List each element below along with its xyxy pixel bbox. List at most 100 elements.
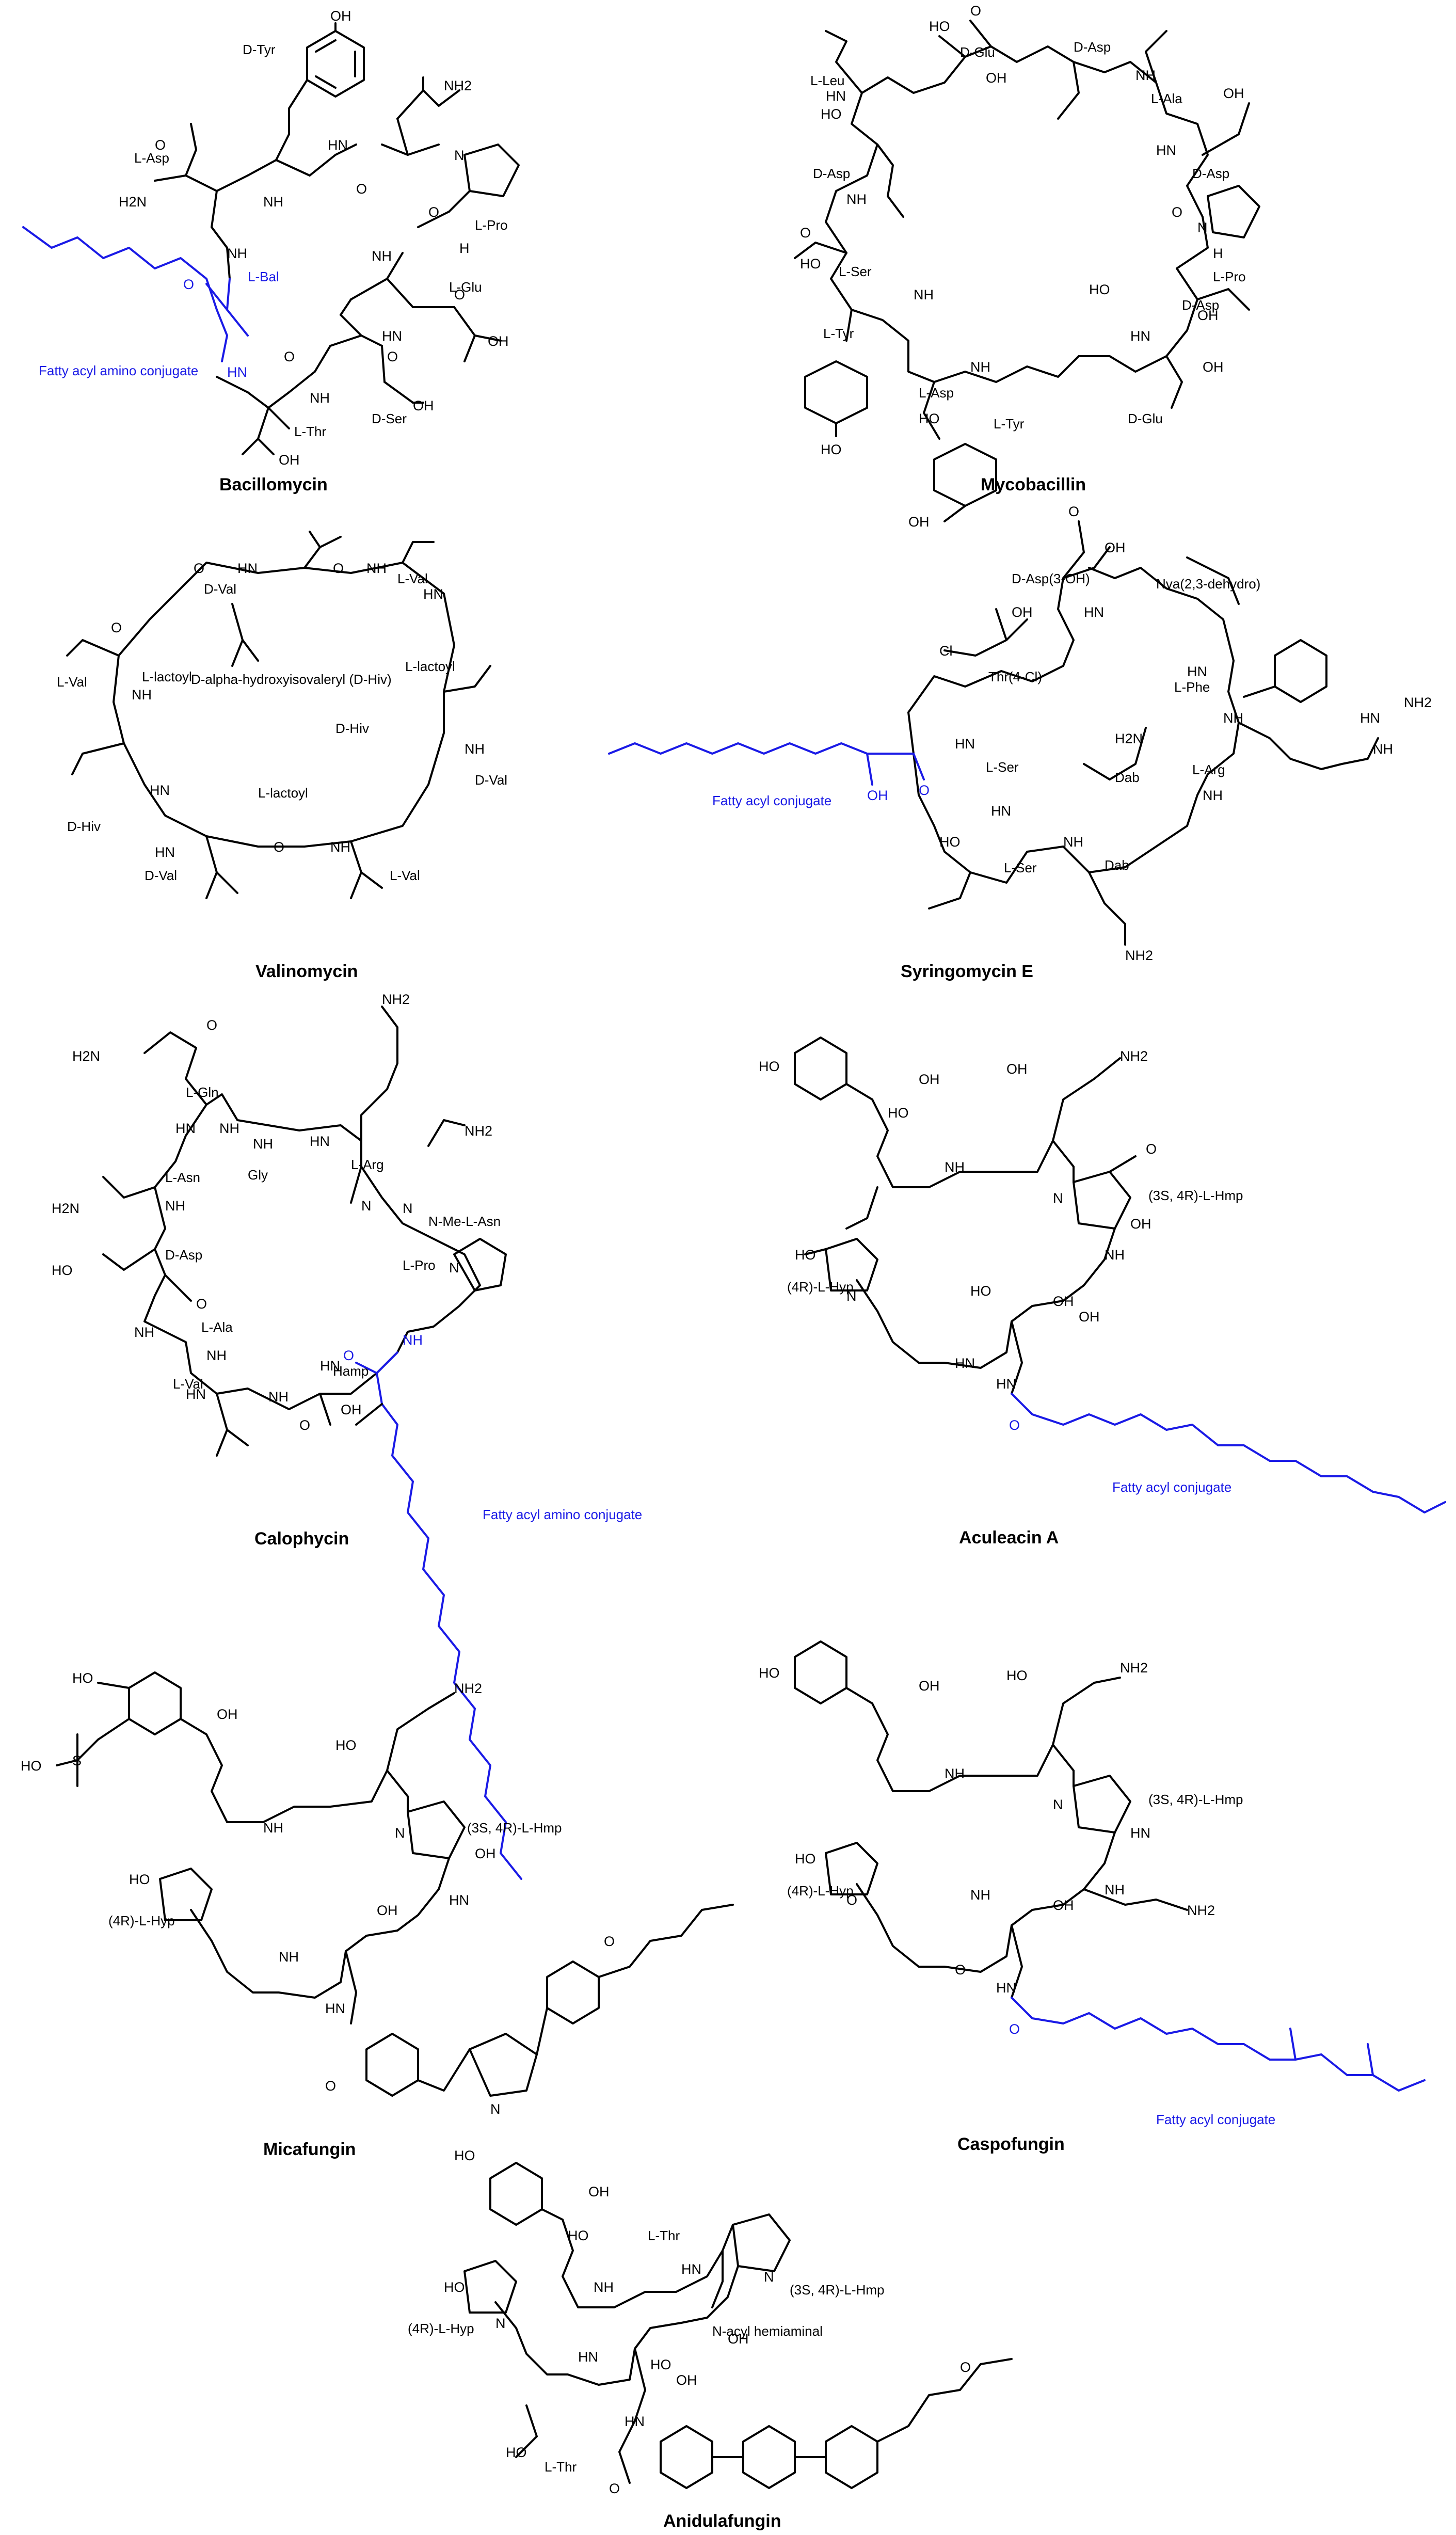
atom-label: HN — [150, 783, 170, 798]
residue-label: N-acyl hemiaminal — [712, 2323, 823, 2339]
atom-label: OH — [1197, 308, 1219, 323]
residue-label: L-Asp — [134, 150, 169, 166]
residue-label: Gly — [248, 1167, 268, 1183]
atom-label: OH — [1053, 1294, 1074, 1309]
atom-label: OH — [1130, 1216, 1151, 1232]
atom-label: HN — [325, 2001, 345, 2016]
atom-label: N — [495, 2316, 506, 2331]
atom-label: NH — [1105, 1247, 1125, 1263]
atom-label: HN — [175, 1121, 196, 1136]
molecule-caspofungin: HO OH HO NH2 N NH HO O NH HN NH NH2 O OH… — [759, 1640, 1426, 2154]
atom-label: HO — [454, 2148, 475, 2163]
atom-label: O — [846, 1892, 857, 1908]
atom-label: HN — [996, 1376, 1016, 1392]
atom-label: OH — [986, 70, 1007, 86]
residue-label: D-Asp — [813, 166, 850, 181]
atom-label: NH — [227, 246, 247, 261]
anidulafungin-bonds — [463, 2162, 1013, 2489]
atom-label: O — [1068, 504, 1079, 519]
atom-label: NH2 — [1120, 1660, 1148, 1676]
atom-label: N — [1053, 1797, 1063, 1812]
atom-label: OH — [217, 1707, 238, 1722]
atom-label: O — [206, 1017, 217, 1033]
atom-label: O — [299, 1417, 310, 1433]
atom-label: HO — [939, 834, 961, 850]
conjugate-atom-label: O — [1009, 1417, 1020, 1433]
residue-label: (3S, 4R)-L-Hmp — [790, 2282, 884, 2298]
residue-label: L-Ser — [986, 759, 1019, 775]
residue-label: L-Phe — [1174, 679, 1210, 695]
calophycin-residue-labels: L-Gln L-Arg Gly L-Asn N-Me-L-Asn D-Asp L… — [165, 1085, 642, 1522]
atom-label: OH — [488, 333, 509, 349]
atom-label: O — [284, 349, 295, 364]
molecule-micafungin: HO HO S OH HO NH2 N NH HO OH HN OH NH HN… — [21, 1670, 734, 2159]
atom-label: HN — [826, 88, 846, 104]
residue-label: Dab — [1105, 857, 1129, 873]
syringomycin-residue-labels: D-Asp(3-OH) Nva(2,3-dehydro) Thr(4-Cl) L… — [712, 571, 1260, 875]
atom-label: NH — [1223, 710, 1243, 726]
atom-label: NH — [366, 561, 387, 576]
residue-label: D-Tyr — [243, 42, 276, 57]
atom-label: O — [274, 839, 284, 855]
atom-label: H2N — [72, 1048, 100, 1064]
atom-label: Cl — [939, 643, 953, 659]
atom-label: NH2 — [444, 78, 472, 93]
residue-label: L-Tyr — [823, 326, 854, 341]
atom-label: HN — [996, 1980, 1016, 1996]
aculeacin-atom-labels: HO OH HO NH2 OH O N NH OH HO N HO NH HN … — [759, 1048, 1157, 1433]
residue-label: L-Ala — [201, 1319, 233, 1335]
residue-label: D-Hiv — [335, 721, 369, 736]
atom-label: NH2 — [1120, 1048, 1148, 1064]
atom-label: NH — [970, 1887, 990, 1903]
residue-label: L-lactoyl — [405, 659, 455, 674]
atom-label: HO — [759, 1665, 780, 1681]
atom-label: NH — [268, 1389, 289, 1405]
atom-label: OH — [919, 1678, 940, 1694]
atom-label: NH — [330, 839, 350, 855]
atom-label: OH — [475, 1846, 496, 1861]
syringomycin-conjugate-bonds — [608, 742, 925, 786]
syringomycin-bonds — [907, 520, 1379, 946]
conjugate-atom-label: NH — [403, 1332, 423, 1348]
atom-label: O — [800, 225, 811, 241]
residue-label: L-Val — [57, 674, 87, 690]
atom-label: HO — [506, 2445, 527, 2460]
atom-label: N — [1053, 1190, 1063, 1206]
residue-label: (4R)-L-Hyp — [787, 1279, 854, 1295]
atom-label: NH — [945, 1159, 965, 1175]
residue-label: L-Ala — [1151, 91, 1182, 106]
micafungin-bonds — [56, 1671, 734, 2097]
residue-label: D-Val — [204, 581, 236, 597]
atom-label: NH2 — [382, 992, 410, 1007]
atom-label: NH — [1203, 788, 1223, 803]
atom-label: NH — [945, 1766, 965, 1781]
molecule-name: Valinomycin — [255, 962, 358, 981]
atom-label: NH — [1063, 834, 1083, 850]
residue-label: L-Bal — [248, 269, 279, 284]
residue-label: L-Arg — [1192, 762, 1225, 777]
residue-label: L-Gln — [186, 1085, 219, 1100]
atom-label: HO — [795, 1851, 816, 1867]
conjugate-label: Fatty acyl amino conjugate — [483, 1507, 642, 1522]
residue-label: D-Asp(3-OH) — [1012, 571, 1090, 586]
atom-label: N — [395, 1825, 405, 1841]
atom-label: O — [1146, 1141, 1157, 1157]
atom-label: NH — [263, 1820, 283, 1836]
aculeacin-conjugate-bonds — [1011, 1393, 1446, 1513]
residue-label: (3S, 4R)-L-Hmp — [467, 1820, 562, 1836]
atom-label: HO — [444, 2279, 465, 2295]
atom-label: O — [196, 1296, 207, 1312]
residue-label: Nva(2,3-dehydro) — [1156, 576, 1260, 592]
atom-label: HO — [919, 411, 940, 426]
atom-label: N — [846, 1288, 857, 1304]
atom-label: NH — [1135, 68, 1156, 83]
atom-label: HO — [21, 1758, 42, 1774]
calophycin-bonds — [102, 1006, 507, 1457]
atom-label: HO — [888, 1105, 909, 1121]
molecule-name: Calophycin — [254, 1529, 349, 1549]
syringomycin-atom-labels: O OH OH HN Cl HN NH NH2 HN NH H2N HN NH … — [867, 504, 1432, 963]
conjugate-label: Fatty acyl conjugate — [1156, 2112, 1275, 2127]
atom-label: O — [428, 204, 439, 220]
caspofungin-conjugate-bonds — [1011, 1997, 1426, 2092]
atom-label: NH2 — [1404, 695, 1432, 710]
